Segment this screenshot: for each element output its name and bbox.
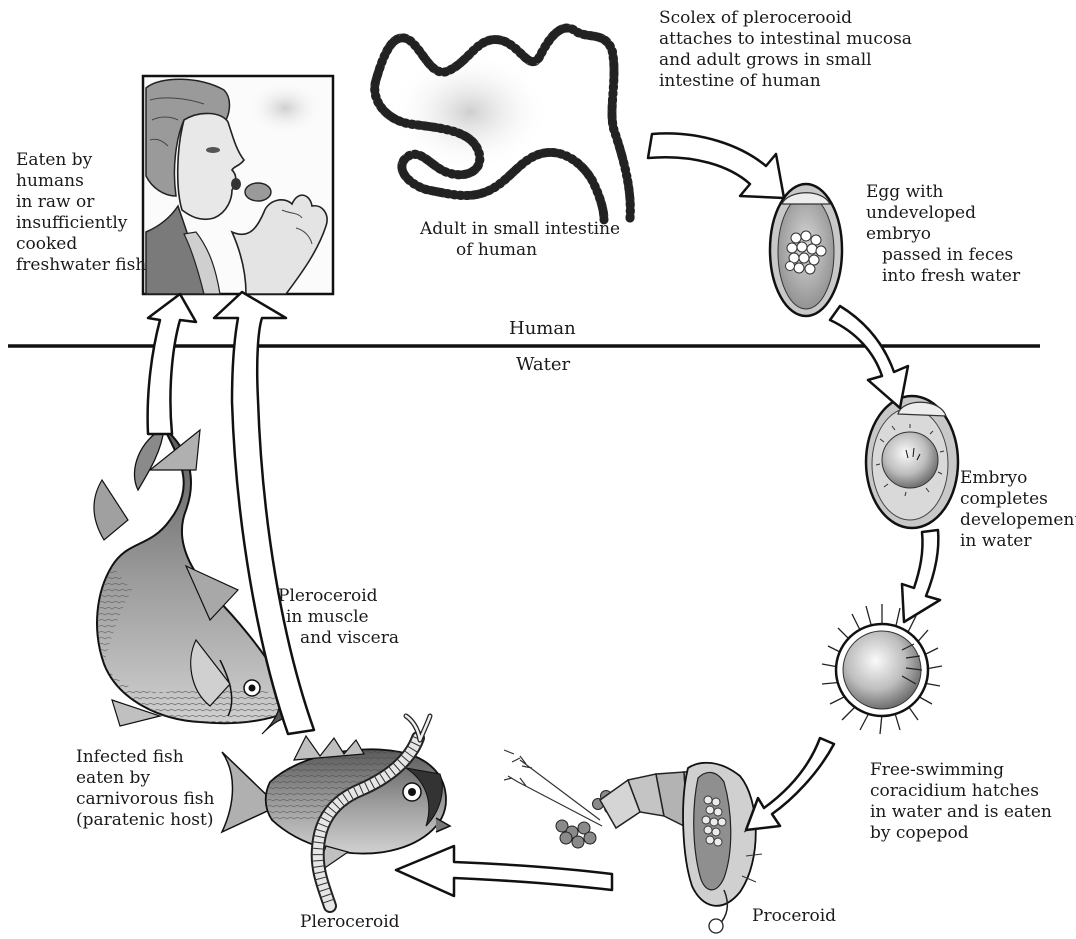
label-line: Embryo [960,468,1076,489]
label-line: carnivorous fish [76,789,214,810]
egg-icon [770,184,842,316]
label-line: by copepod [870,823,1052,844]
human-eating-fish-icon [143,76,333,294]
label-line: embryo [866,224,1020,245]
label-proceroid: Proceroid [752,906,836,927]
label-scolex: Scolex of plerocerooid attaches to intes… [659,8,912,92]
label-line: in muscle [278,607,399,628]
label-line: undeveloped [866,203,1020,224]
label-adult: Adult in small intestine of human [420,219,620,261]
label-line: of human [420,240,620,261]
label-eaten-by-humans: Eaten by humans in raw or insufficiently… [16,150,146,276]
label-line: in water and is eaten [870,802,1052,823]
label-egg: Egg with undeveloped embryo passed in fe… [866,182,1020,287]
label-line: in raw or [16,192,146,213]
label-line: into fresh water [866,266,1020,287]
label-line: developement [960,510,1076,531]
label-line: and adult grows in small [659,50,912,71]
tapeworm-icon [375,28,631,220]
label-line: insufficiently [16,213,146,234]
label-plerocercoid: Pleroceroid [300,912,400,933]
label-line: attaches to intestinal mucosa [659,29,912,50]
label-line: cooked [16,234,146,255]
label-line: in water [960,531,1076,552]
label-line: Pleroceroid [278,586,399,607]
label-line: completes [960,489,1076,510]
label-line: passed in feces [866,245,1020,266]
label-muscle: Pleroceroid in muscle and viscera [278,586,399,649]
label-line: eaten by [76,768,214,789]
label-line: Adult in small intestine [420,219,620,240]
label-line: Scolex of plerocerooid [659,8,912,29]
copepod-icon [504,750,762,933]
label-line: Proceroid [752,906,836,927]
label-infected-fish: Infected fish eaten by carnivorous fish … [76,747,214,831]
label-line: coracidium hatches [870,781,1052,802]
label-line: Pleroceroid [300,912,400,933]
zone-label-human: Human [509,318,576,339]
label-line: Egg with [866,182,1020,203]
label-line: Eaten by [16,150,146,171]
coracidium-icon [822,604,942,734]
label-line: humans [16,171,146,192]
label-line: and viscera [278,628,399,649]
label-embryo: Embryo completes developement in water [960,468,1076,552]
label-line: Free-swimming [870,760,1052,781]
label-line: (paratenic host) [76,810,214,831]
label-line: intestine of human [659,71,912,92]
zone-label-water: Water [516,354,570,375]
label-line: freshwater fish [16,255,146,276]
embryonated-egg-icon [866,396,958,528]
label-line: Infected fish [76,747,214,768]
label-coracidium: Free-swimming coracidium hatches in wate… [870,760,1052,844]
